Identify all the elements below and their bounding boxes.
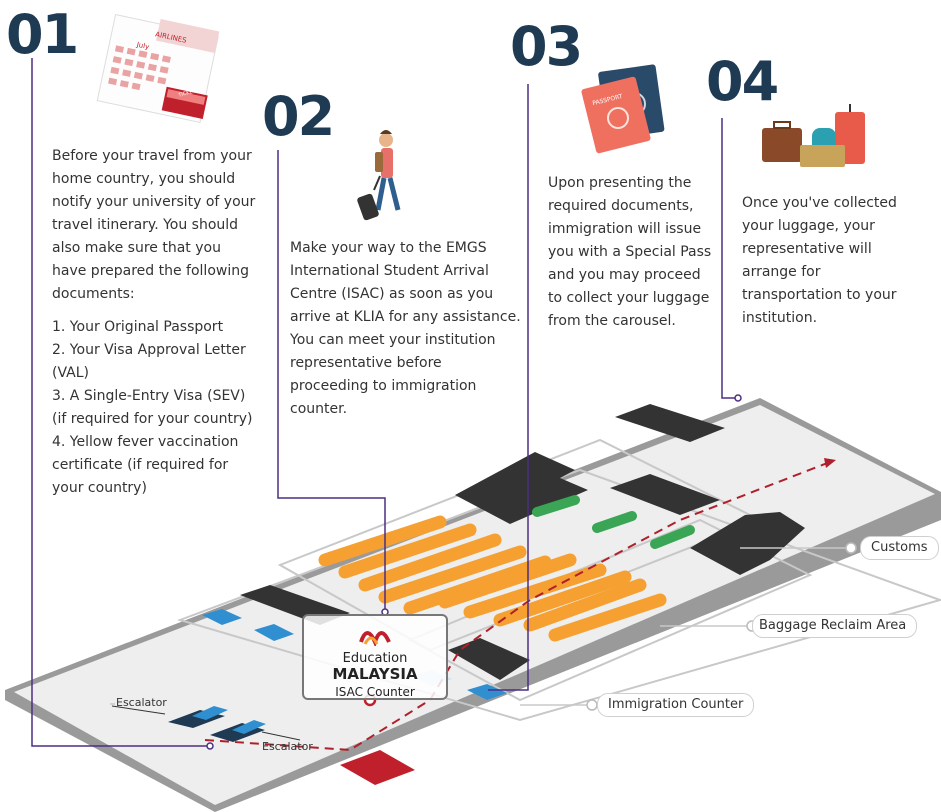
connector-dots — [206, 394, 742, 750]
step-4-number: 04 — [706, 50, 779, 113]
escalator-label: Escalator — [262, 740, 313, 753]
step-3-text: Upon presenting the required documents, … — [548, 175, 712, 329]
step-3-number: 03 — [510, 15, 583, 78]
step-2-text: Make your way to the EMGS International … — [290, 240, 521, 417]
escalator-label: Escalator — [116, 696, 167, 709]
calendar-month-text: July — [135, 40, 150, 51]
education-malaysia-logo — [359, 631, 391, 648]
document-item: 3. A Single-Entry Visa (SEV) (if require… — [52, 388, 253, 427]
isac-malaysia-text: MALAYSIA — [332, 665, 418, 683]
step-connectors — [31, 58, 738, 747]
immigration-counter-callout: Immigration Counter — [597, 693, 755, 717]
step-1-text: Before your travel from your home countr… — [52, 145, 257, 500]
baggage-carousels — [318, 515, 667, 642]
ticket-text: TICKET — [177, 88, 197, 99]
passports-illustration — [581, 64, 665, 154]
isac-counter-text: ISAC Counter — [335, 685, 415, 699]
arrival-route — [204, 458, 836, 752]
luggage-illustration — [762, 104, 865, 167]
step-1-number: 01 — [6, 3, 79, 66]
isac-education-text: Education — [342, 651, 408, 666]
baggage-reclaim-callout: Baggage Reclaim Area — [752, 614, 918, 638]
document-item: 1. Your Original Passport — [52, 319, 224, 335]
callout-leaders — [110, 547, 850, 706]
step-2-number: 02 — [262, 85, 335, 148]
required-documents-list: 1. Your Original Passport 2. Your Visa A… — [52, 316, 257, 500]
step-4-text: Once you've collected your luggage, your… — [742, 195, 897, 326]
customs-desks — [532, 495, 695, 549]
customs-callout: Customs — [860, 536, 939, 560]
document-item: 2. Your Visa Approval Letter (VAL) — [52, 342, 246, 381]
calendar-illustration — [96, 13, 220, 124]
document-item: 4. Yellow fever vaccination certificate … — [52, 434, 239, 496]
escalators — [111, 705, 301, 742]
traveller-illustration — [357, 130, 401, 221]
step-1-paragraph: Before your travel from your home countr… — [52, 148, 256, 302]
isac-counter-label: Education MALAYSIA ISAC Counter — [302, 614, 448, 700]
arrival-entry-block — [340, 750, 415, 785]
